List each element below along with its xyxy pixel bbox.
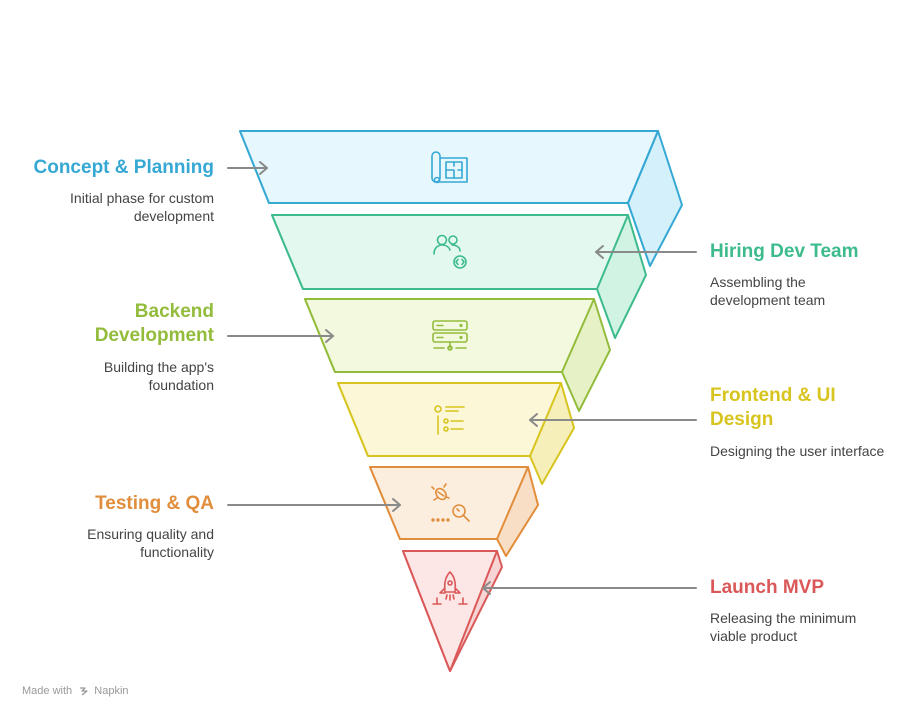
stage-title: Hiring Dev Team bbox=[710, 241, 859, 262]
team-code-icon bbox=[433, 234, 467, 269]
stage-label-launch: Launch MVP Releasing the minimum viable … bbox=[710, 576, 910, 645]
footer-brand: Napkin bbox=[94, 685, 129, 697]
funnel-layer-backend bbox=[304, 298, 611, 412]
stage-description-line: Assembling the bbox=[710, 274, 806, 290]
stage-title-line: Backend bbox=[134, 301, 214, 322]
connector-arrows bbox=[227, 161, 697, 595]
stage-title: Concept & Planning bbox=[33, 157, 215, 178]
stage-description: Designing the user interface bbox=[710, 442, 915, 460]
stage-description-line: development bbox=[133, 208, 214, 224]
stage-description-line: Releasing the minimum bbox=[710, 610, 857, 626]
footer-made-with: Made with bbox=[22, 685, 73, 697]
arrow-frontend bbox=[529, 413, 697, 427]
funnel-layer-hiring bbox=[271, 214, 647, 339]
stage-description-line: Designing the user interface bbox=[710, 443, 885, 459]
funnel-layer-frontend bbox=[337, 382, 575, 485]
stage-title-line: Development bbox=[94, 325, 214, 346]
stage-label-backend: Backend Development Building the app's f… bbox=[20, 300, 214, 394]
arrow-hiring bbox=[595, 245, 697, 259]
arrow-concept bbox=[227, 161, 268, 175]
bug-search-icon bbox=[431, 483, 470, 522]
stage-label-hiring: Hiring Dev Team Assembling the developme… bbox=[710, 240, 910, 309]
ui-list-icon bbox=[434, 405, 465, 435]
napkin-logo-icon bbox=[80, 687, 88, 696]
stage-title: Launch MVP bbox=[710, 577, 825, 598]
stage-description-line: Initial phase for custom bbox=[70, 190, 214, 206]
rocket-icon bbox=[432, 571, 468, 605]
stage-description-line: functionality bbox=[140, 544, 214, 560]
stage-description-line: Building the app's bbox=[103, 359, 214, 375]
stage-description: Releasing the minimum viable product bbox=[710, 609, 910, 645]
stage-description: Assembling the development team bbox=[710, 273, 910, 309]
funnel-layer-testing bbox=[369, 466, 539, 557]
footer-attribution[interactable]: Made with Napkin bbox=[22, 685, 129, 697]
stage-label-testing: Testing & QA Ensuring quality and functi… bbox=[20, 492, 214, 561]
stage-title-line: Frontend & UI bbox=[710, 385, 836, 406]
stage-description: Initial phase for custom development bbox=[20, 189, 214, 225]
stage-description-line: viable product bbox=[710, 628, 798, 644]
stage-title: Testing & QA bbox=[95, 493, 214, 514]
stage-label-concept: Concept & Planning Initial phase for cus… bbox=[20, 156, 215, 225]
arrow-backend bbox=[227, 329, 334, 343]
stage-description: Ensuring quality and functionality bbox=[20, 525, 214, 561]
stage-description-line: Ensuring quality and bbox=[87, 526, 214, 542]
blueprint-icon bbox=[431, 151, 468, 184]
arrow-launch bbox=[482, 581, 697, 595]
server-icon bbox=[432, 320, 468, 351]
arrow-testing bbox=[227, 498, 401, 512]
funnel-layer-launch bbox=[402, 550, 503, 672]
stage-description-line: foundation bbox=[148, 377, 214, 393]
stage-description: Building the app's foundation bbox=[20, 358, 214, 394]
stage-title-line: Design bbox=[710, 409, 774, 430]
stage-description-line: development team bbox=[710, 292, 826, 308]
stage-label-frontend: Frontend & UI Design Designing the user … bbox=[710, 384, 915, 460]
funnel-layer-concept bbox=[239, 130, 683, 267]
